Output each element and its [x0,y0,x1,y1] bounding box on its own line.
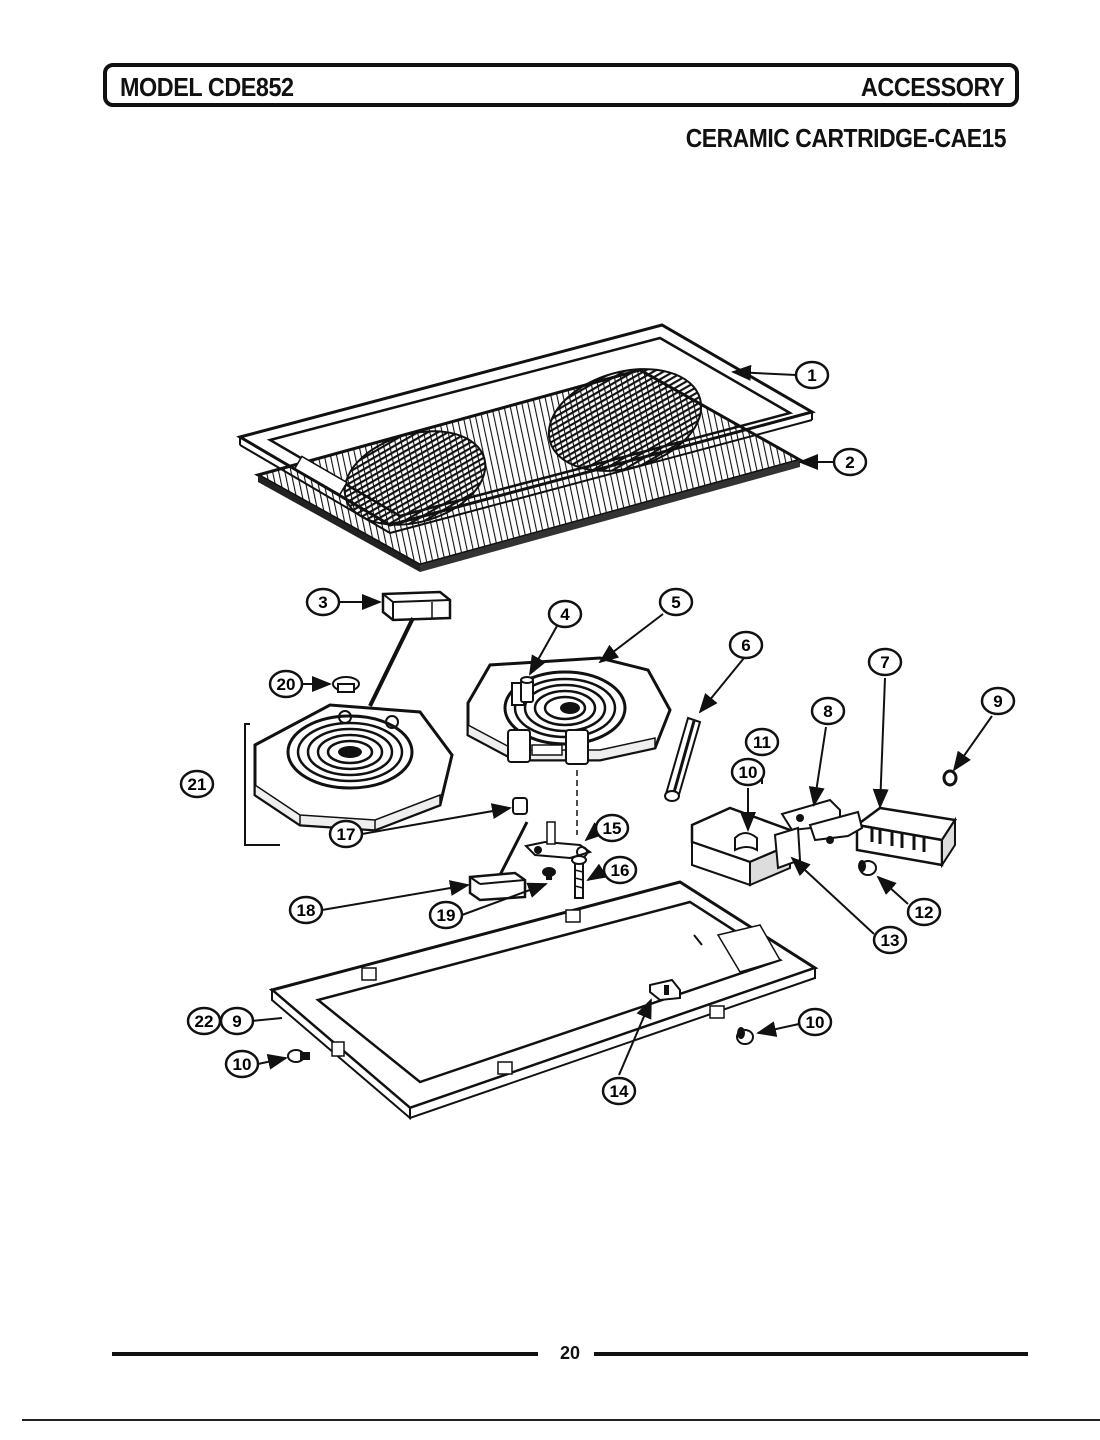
part-bracket-tab [523,821,593,860]
part-screw-12 [858,860,877,876]
part-pan-clip [649,978,681,1002]
callout-9-right: 9 [980,686,1016,716]
svg-text:10: 10 [739,763,758,782]
part-washer-9 [942,769,958,787]
callout-10-right: 10 [797,1007,833,1037]
svg-text:1: 1 [807,366,816,385]
callouts: 1 2 3 4 5 6 7 8 9 11 10 20 21 15 17 16 1… [179,360,1016,1106]
svg-text:8: 8 [823,702,832,721]
svg-text:22: 22 [195,1012,214,1031]
page-number: 20 [559,1343,581,1363]
callout-10-bracket: 10 [730,757,766,787]
part-trim-frame [236,323,816,534]
svg-text:15: 15 [603,819,622,838]
callout-7: 7 [867,647,903,677]
part-right-heating-element [466,656,672,765]
callout-17: 17 [328,819,364,849]
part-left-heating-element [244,703,454,846]
svg-text:21: 21 [188,775,207,794]
part-terminal-block-7 [853,806,958,869]
part-terminal-block [368,590,452,707]
svg-text:19: 19 [437,906,456,925]
svg-text:17: 17 [337,825,356,844]
callout-6: 6 [728,630,764,660]
part-insulator-rod [664,716,702,802]
callout-3: 3 [305,587,341,617]
svg-text:6: 6 [741,636,750,655]
svg-text:2: 2 [845,453,854,472]
svg-text:9: 9 [993,692,1002,711]
svg-text:3: 3 [318,593,327,612]
bottom-rule [22,1419,1100,1421]
part-stud [520,676,534,703]
callout-18: 18 [288,895,324,925]
callout-20: 20 [268,669,304,699]
callout-19: 19 [428,900,464,930]
part-screw-10-left [287,1049,310,1063]
footer-rule-left [112,1352,538,1356]
section-title: ACCESSORY [860,72,1005,102]
callout-4: 4 [547,599,583,629]
callout-1: 1 [794,360,830,390]
part-screw-10-right [736,1027,754,1045]
leader-lines [251,364,993,1076]
callout-22: 22 [186,1006,222,1036]
header-frame [103,63,1019,107]
svg-text:14: 14 [610,1082,629,1101]
svg-text:13: 13 [881,931,900,950]
footer-rule-right [594,1352,1028,1356]
part-wire-connector [468,821,529,902]
svg-text:11: 11 [753,733,771,752]
callout-9-pan: 9 [219,1006,255,1036]
svg-text:7: 7 [880,653,889,672]
callout-21: 21 [179,769,215,799]
callout-16: 16 [602,855,638,885]
svg-text:4: 4 [560,605,570,624]
svg-text:18: 18 [297,901,316,920]
part-spacer [512,797,528,815]
part-glass-cooktop [254,368,804,572]
part-mounting-bracket [690,806,802,887]
callout-14: 14 [601,1076,637,1106]
svg-text:12: 12 [915,903,934,922]
part-screw-19 [542,867,556,880]
svg-text:16: 16 [611,861,630,880]
part-base-pan [268,880,819,1121]
callout-13: 13 [872,925,908,955]
svg-text:10: 10 [806,1013,825,1032]
callout-10-left: 10 [224,1049,260,1079]
callout-2: 2 [832,447,868,477]
svg-text:5: 5 [671,593,680,612]
svg-text:20: 20 [277,675,296,694]
part-nut [332,676,360,693]
callout-12: 12 [906,897,942,927]
model-title: MODEL CDE852 [120,72,294,102]
part-clips [780,798,864,844]
callout-11: 11 [744,727,780,757]
diagram-subtitle: CERAMIC CARTRIDGE-CAE15 [685,123,1007,153]
callout-8: 8 [810,696,846,726]
callout-5: 5 [658,587,694,617]
svg-text:10: 10 [233,1055,252,1074]
svg-text:9: 9 [232,1012,241,1031]
callout-15: 15 [594,813,630,843]
part-bolt [571,770,587,899]
